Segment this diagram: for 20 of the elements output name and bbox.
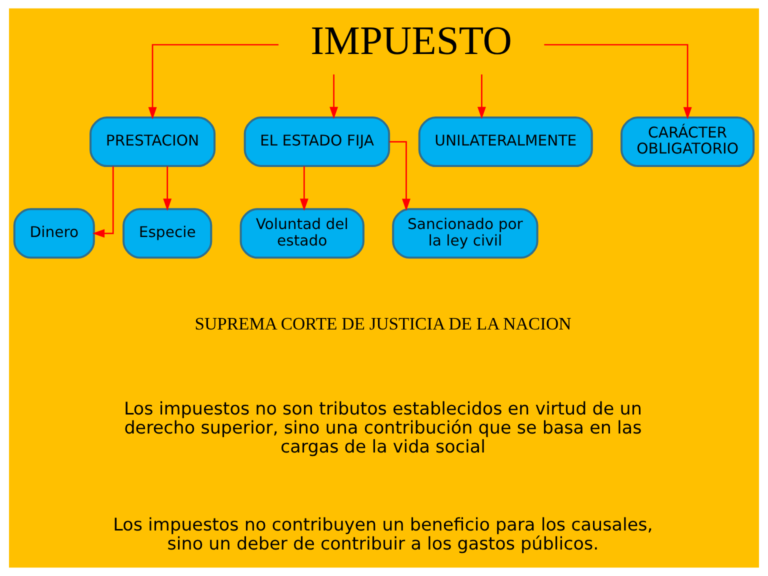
arrow [389, 141, 410, 211]
label: Los impuestos no son tributos establecidos en virtud de un derecho superior, sino una contribución que se basa en las cargas de la vida social [124, 400, 642, 458]
node-box: Sancionado por la ley civil [392, 208, 538, 259]
label: Los impuestos no contribuyen un beneficio para los causales, sino un deber de contribuir a los gastos públicos. [113, 515, 653, 554]
node-box: EL ESTADO FIJA [244, 116, 390, 168]
arrow [163, 166, 172, 211]
arrow [148, 44, 278, 120]
arrow [330, 74, 338, 120]
arrow [477, 74, 486, 120]
node-box: CARÁCTER OBLIGATORIO [620, 116, 755, 168]
node-box: Voluntad del estado [240, 208, 364, 259]
node-box: Dinero [13, 208, 95, 259]
label: SUPREMA CORTE DE JUSTICIA DE LA NACION [194, 314, 572, 334]
node-box: Especie [122, 208, 212, 259]
node-box: PRESTACION [90, 116, 216, 168]
node-box: UNILATERALMENTE [418, 116, 593, 168]
arrow [300, 166, 308, 211]
arrow [544, 44, 692, 120]
node-text: IMPUESTO [310, 18, 512, 64]
arrow [92, 166, 114, 238]
